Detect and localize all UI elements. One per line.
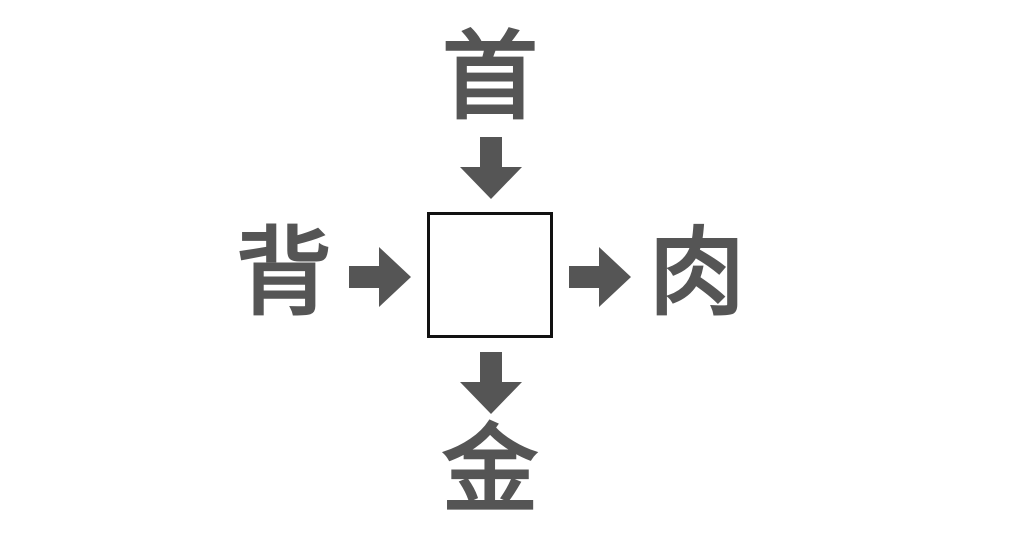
kanji-right: 肉 bbox=[649, 217, 745, 329]
arrow-down-icon bbox=[460, 352, 522, 414]
answer-box[interactable] bbox=[427, 212, 553, 338]
kanji-bottom: 金 bbox=[442, 414, 538, 526]
kanji-left: 背 bbox=[236, 217, 332, 329]
arrow-down-icon bbox=[460, 137, 522, 199]
arrow-right-icon bbox=[349, 247, 411, 307]
arrow-right-icon bbox=[569, 247, 631, 307]
kanji-top: 首 bbox=[442, 21, 538, 133]
